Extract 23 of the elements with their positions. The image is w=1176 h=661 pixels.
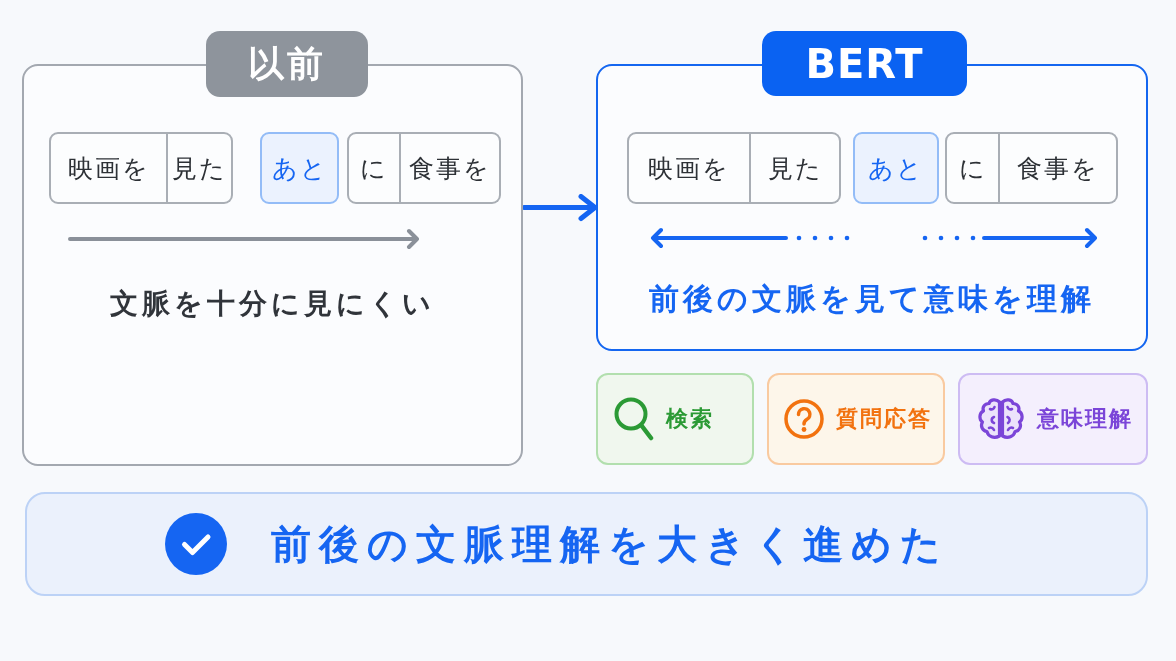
feature-card [767,373,945,465]
word-token: 見た [168,132,233,204]
word-token: に [945,132,1000,204]
summary-text: 前後の文脈理解を大きく進めた [271,519,949,569]
panel-heading: BERT [762,31,967,96]
word-token: あと [260,132,339,204]
word-token: 映画を [49,132,168,204]
feature-card [596,373,754,465]
panel-caption: 文脈を十分に見にくい [110,286,435,322]
arrow [521,194,598,221]
feature-card [958,373,1148,465]
panel-caption: 前後の文脈を見て意味を理解 [649,280,1095,318]
summary-banner [25,492,1148,596]
word-token: 見た [751,132,841,204]
card-label: 質問応答 [836,405,932,433]
word-token: に [347,132,401,204]
word-token: 食事を [1000,132,1118,204]
word-token: 映画を [627,132,751,204]
word-token: あと [853,132,939,204]
word-token: 食事を [401,132,501,204]
card-label: 検索 [666,405,714,433]
card-label: 意味理解 [1037,405,1133,433]
panel-heading: 以前 [206,31,368,97]
